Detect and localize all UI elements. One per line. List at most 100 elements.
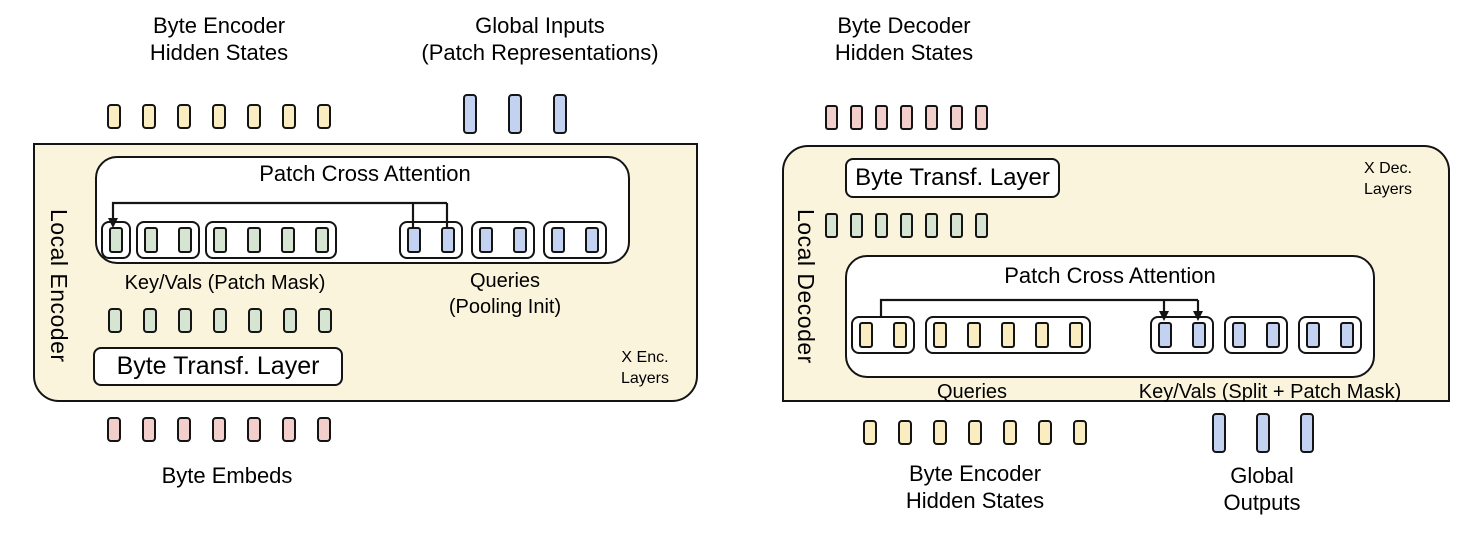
decoder-queries-groups (851, 316, 1091, 354)
blue-token (1300, 413, 1314, 453)
byte-embeds-row (107, 417, 331, 442)
green-token (850, 213, 863, 238)
global-outputs-title-line2: Outputs (1223, 490, 1301, 515)
encoder-hidden-states-title-line1: Byte Encoder (152, 13, 286, 38)
encoder-post-btl-row (108, 308, 332, 333)
blue-token-group (1298, 316, 1362, 354)
encoder-layers-note-line2: Layers (620, 370, 670, 387)
green-token (248, 308, 262, 333)
yellow-token (1035, 322, 1049, 348)
yellow-token (247, 104, 261, 129)
yellow-token-group (925, 316, 1091, 354)
decoder-hidden-states-title: Byte Decoder Hidden States (784, 12, 1024, 66)
blue-token (1212, 413, 1226, 453)
yellow-token (1003, 420, 1017, 445)
pink-token (142, 417, 156, 442)
blue-token (1158, 322, 1172, 348)
yellow-token-group (851, 316, 915, 354)
blue-token (551, 227, 565, 253)
blue-token (1256, 413, 1270, 453)
blue-token (441, 227, 455, 253)
blue-token (1192, 322, 1206, 348)
encoder-queries-label: Queries (Pooling Init) (395, 268, 615, 320)
decoder-layers-note-line2: Layers (1363, 181, 1413, 198)
green-token (975, 213, 988, 238)
green-token (875, 213, 888, 238)
decoder-pca-title: Patch Cross Attention (1004, 263, 1216, 288)
yellow-token (282, 104, 296, 129)
green-token (900, 213, 913, 238)
decoder-bottom-left-title-line2: Hidden States (905, 488, 1045, 513)
decoder-hidden-states-title-line2: Hidden States (834, 40, 974, 65)
byte-embeds-label: Byte Embeds (161, 463, 293, 488)
blue-token (479, 227, 493, 253)
local-encoder-side-label: Local Encoder (46, 209, 72, 363)
green-token-group (101, 221, 131, 259)
encoder-byte-transformer-layer: Byte Transf. Layer (93, 347, 343, 386)
encoder-queries-groups (399, 221, 607, 259)
decoder-post-btl-row (825, 213, 988, 238)
yellow-token (1038, 420, 1052, 445)
global-outputs-title-line1: Global (1230, 463, 1294, 488)
blue-token (1266, 322, 1280, 348)
global-outputs-row (1212, 413, 1314, 453)
green-token-group (136, 221, 200, 259)
blue-token (508, 94, 522, 134)
encoder-keyvals-label: Key/Vals (Patch Mask) (124, 272, 326, 294)
global-outputs-title: Global Outputs (1142, 462, 1382, 516)
pink-token (850, 105, 863, 130)
pink-token (177, 417, 191, 442)
global-inputs-row (463, 94, 567, 134)
encoder-layers-note-line1: X Enc. (621, 349, 669, 366)
pink-token (950, 105, 963, 130)
decoder-layers-note-line1: X Dec. (1363, 160, 1412, 177)
local-decoder-side-label: Local Decoder (793, 208, 819, 364)
encoder-queries-label-line2: (Pooling Init) (448, 296, 562, 318)
decoder-bottom-left-title: Byte Encoder Hidden States (855, 460, 1095, 514)
blue-token (585, 227, 599, 253)
pink-token (925, 105, 938, 130)
pink-token (825, 105, 838, 130)
decoder-keyvals-label: Key/Vals (Split + Patch Mask) (1138, 381, 1402, 403)
yellow-token (1001, 322, 1015, 348)
decoder-keyvals-groups (1150, 316, 1362, 354)
green-token (178, 308, 192, 333)
pink-token (875, 105, 888, 130)
pink-token (975, 105, 988, 130)
pink-token (900, 105, 913, 130)
green-token (108, 308, 122, 333)
encoder-queries-label-line1: Queries (469, 270, 541, 292)
encoder-layers-note: X Enc. Layers (595, 347, 695, 389)
blue-token-group (543, 221, 607, 259)
blue-token (1232, 322, 1246, 348)
encoder-keyvals-groups (101, 221, 337, 259)
blue-token-group (399, 221, 463, 259)
yellow-token (212, 104, 226, 129)
blue-token (553, 94, 567, 134)
yellow-token (1073, 420, 1087, 445)
encoder-hidden-states-title: Byte Encoder Hidden States (99, 12, 339, 66)
blue-token (463, 94, 477, 134)
green-token-group (205, 221, 337, 259)
pink-token (282, 417, 296, 442)
decoder-byte-transformer-layer: Byte Transf. Layer (845, 158, 1060, 198)
yellow-token (968, 420, 982, 445)
yellow-token (317, 104, 331, 129)
blue-token-group (1150, 316, 1214, 354)
decoder-layers-note: X Dec. Layers (1338, 158, 1438, 200)
green-token (315, 227, 329, 253)
global-inputs-title-line1: Global Inputs (475, 13, 605, 38)
green-token (144, 227, 158, 253)
encoder-hidden-states-title-line2: Hidden States (149, 40, 289, 65)
blue-token-group (471, 221, 535, 259)
global-inputs-title: Global Inputs (Patch Representations) (385, 12, 695, 66)
green-token (281, 227, 295, 253)
green-token (213, 227, 227, 253)
pink-token (247, 417, 261, 442)
pink-token (317, 417, 331, 442)
decoder-enc-hidden-states-row (863, 420, 1087, 445)
decoder-hidden-states-row (825, 105, 988, 130)
blue-token (1306, 322, 1320, 348)
green-token (213, 308, 227, 333)
